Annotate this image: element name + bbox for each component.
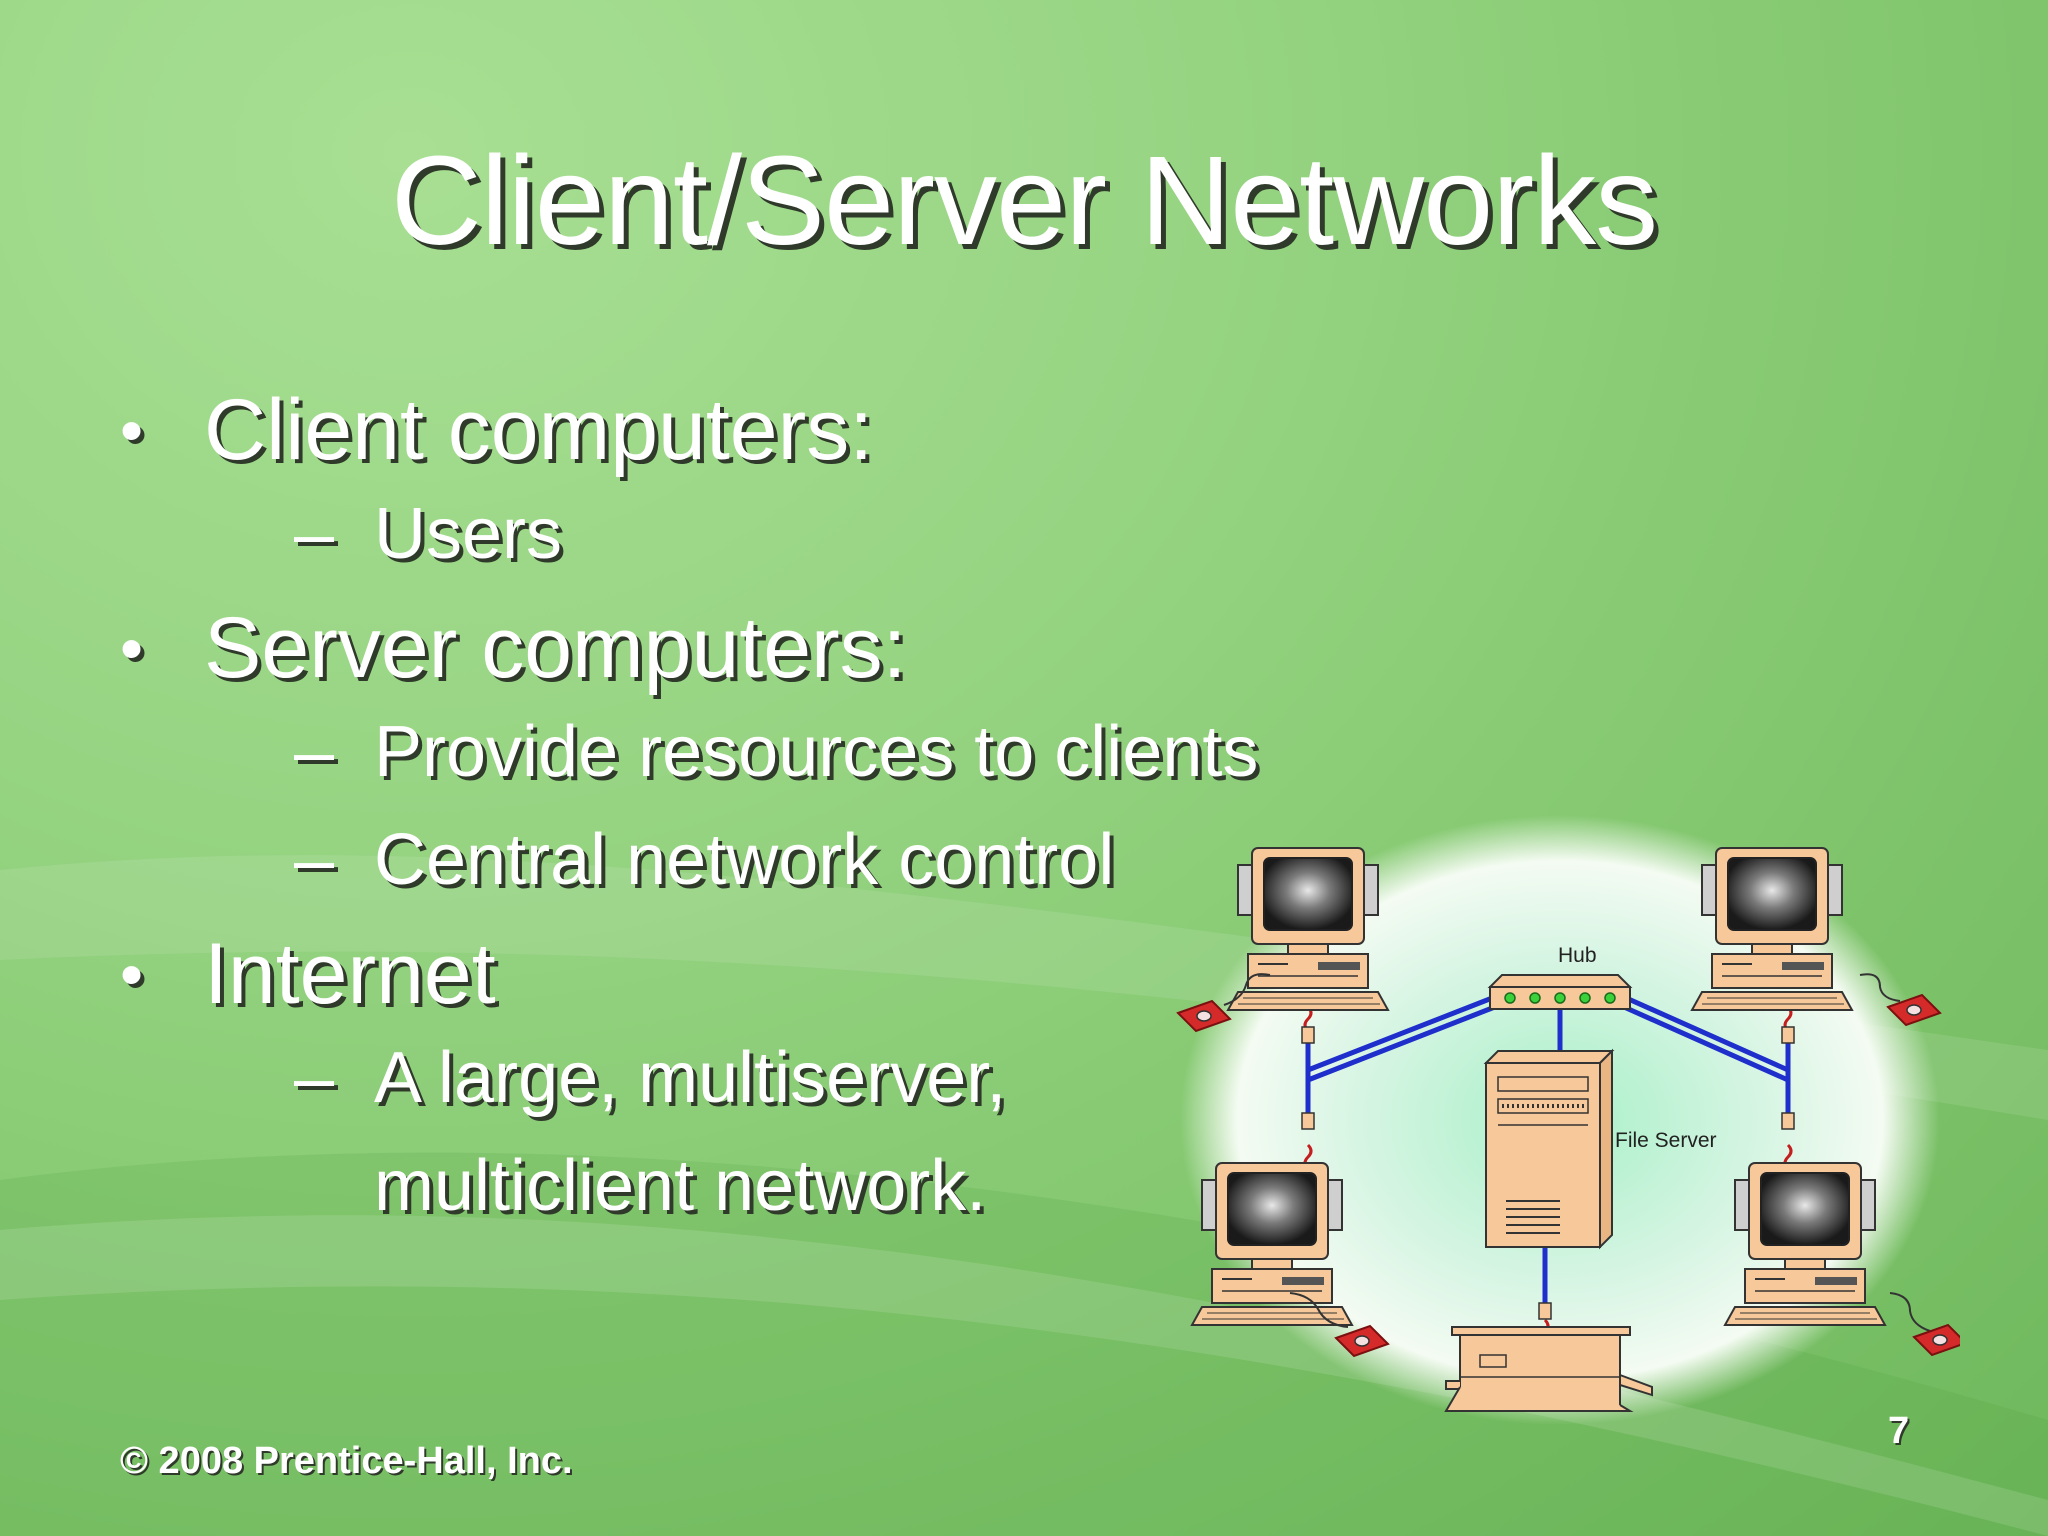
sub-bullet-provide-resources: –Provide resources to clients — [204, 698, 1420, 806]
computer-icon — [1191, 1162, 1353, 1326]
bullet-internet: • Internet — [120, 924, 1420, 1024]
bullet-dot-icon: • — [120, 393, 144, 467]
computer-icon — [1691, 847, 1853, 1011]
sub-bullet-text: Provide resources to clients — [374, 712, 1259, 792]
dash-icon: – — [294, 712, 335, 792]
bullet-list: • Client computers: –Users • Server comp… — [120, 370, 1420, 1240]
bullet-text: Client computers: — [204, 382, 874, 478]
copyright-footer: © 2008 Prentice-Hall, Inc. — [120, 1440, 573, 1482]
bullet-client-computers: • Client computers: — [120, 380, 1420, 480]
bullet-dot-icon: • — [120, 611, 144, 685]
dash-icon: – — [294, 1038, 335, 1118]
hub-label: Hub — [1558, 944, 1597, 967]
network-diagram: Hub File Server — [1177, 815, 1960, 1425]
printer-icon — [1444, 1326, 1653, 1412]
bullet-text: Internet — [204, 926, 496, 1022]
slide-title: Client/Server Networks — [390, 130, 1658, 271]
bullet-dot-icon: • — [120, 937, 144, 1011]
bullet-text: Server computers: — [204, 600, 907, 696]
hub-icon — [1487, 974, 1633, 1010]
network-cables — [1305, 990, 1791, 1313]
sub-bullet-large-network: –A large, multiserver, multiclient netwo… — [204, 1024, 1194, 1240]
page-number: 7 — [1888, 1410, 1910, 1452]
sub-bullet-central-control: –Central network control — [204, 806, 1420, 914]
computer-icon — [1227, 847, 1389, 1011]
computer-icon — [1724, 1162, 1886, 1326]
dash-icon: – — [294, 820, 335, 900]
sub-bullet-text: A large, multiserver, multiclient networ… — [374, 1038, 1007, 1226]
bullet-server-computers: • Server computers: — [120, 598, 1420, 698]
sub-bullet-users: –Users — [204, 480, 1420, 588]
file-server-label: File Server — [1615, 1129, 1717, 1152]
sub-bullet-text: Users — [374, 494, 563, 574]
sub-bullet-text: Central network control — [374, 820, 1115, 900]
mouse-icon — [1913, 1324, 1960, 1356]
dash-icon: – — [294, 494, 335, 574]
file-server-icon — [1483, 1048, 1615, 1250]
